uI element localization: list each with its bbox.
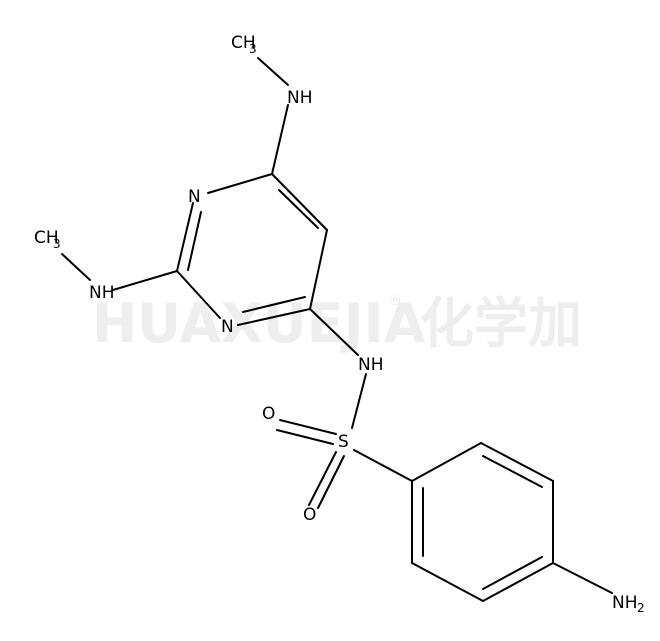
bond-nh-ch3-left xyxy=(61,253,91,281)
bonds xyxy=(61,57,613,602)
watermark-text: HUAXUEJIA xyxy=(92,292,426,355)
bond-c4-c5-inner xyxy=(278,189,319,229)
n-ring-lower-label: N xyxy=(221,317,234,337)
svg-text:NH: NH xyxy=(612,593,638,613)
bond-c5-c6 xyxy=(309,229,328,310)
bond-ch3-nh-top xyxy=(257,57,289,86)
bond-c2-nh-left xyxy=(112,270,178,291)
watermark-chinese-text: 化学加 xyxy=(420,292,582,355)
svg-text:3: 3 xyxy=(249,42,257,56)
bond-benz-5-6 xyxy=(411,562,484,602)
bond-benz-4-5 xyxy=(482,562,554,602)
bond-s-c1 xyxy=(353,449,413,482)
bond-c4-n3 xyxy=(207,173,273,194)
bond-c2-n3 xyxy=(176,202,194,272)
bond-c6-n1 xyxy=(237,308,311,326)
oxygen-upper-label: O xyxy=(262,404,275,424)
nh-sulfonamide-label: NH xyxy=(358,355,384,375)
watermark-registered-mark: ® xyxy=(388,293,402,309)
sulfur-label: S xyxy=(338,432,349,452)
bond-c6-nh xyxy=(309,308,359,356)
bond-s-o-lower-b xyxy=(317,455,345,509)
bond-s-o-lower-a xyxy=(308,451,337,506)
bond-s-o-upper-b xyxy=(276,429,334,445)
n-ring-upper-label: N xyxy=(188,187,201,207)
bond-s-o-upper-a xyxy=(279,419,337,435)
svg-text:2: 2 xyxy=(637,601,645,615)
watermark: HUAXUEJIA ® 化学加 xyxy=(92,292,582,355)
atom-labels: CH 3 NH N CH 3 NH N NH O S O NH 2 xyxy=(34,33,645,615)
bond-benz-1-2 xyxy=(411,442,482,482)
methyl-left-label: CH 3 xyxy=(34,228,61,251)
bond-benz-2-3-inner xyxy=(482,455,543,488)
bond-c6-n1-inner xyxy=(242,296,306,313)
svg-text:CH: CH xyxy=(34,228,59,248)
bond-nh-c4 xyxy=(271,104,289,175)
nh-top-label: NH xyxy=(287,88,313,108)
bond-c4-nh2 xyxy=(552,562,613,594)
bond-benz-4-5-inner xyxy=(482,556,543,590)
bond-nh-s xyxy=(351,373,367,429)
svg-text:3: 3 xyxy=(53,237,61,251)
amine-label: NH 2 xyxy=(612,593,645,615)
methyl-top-label: CH 3 xyxy=(231,33,257,56)
nh-left-label: NH xyxy=(89,283,115,303)
bond-c2-n3-inner xyxy=(187,211,202,271)
bond-benz-2-3 xyxy=(480,442,554,482)
oxygen-lower-label: O xyxy=(303,505,316,525)
bond-c4-c5 xyxy=(271,173,328,231)
svg-text:CH: CH xyxy=(231,33,256,53)
bond-n1-c2 xyxy=(176,270,221,319)
